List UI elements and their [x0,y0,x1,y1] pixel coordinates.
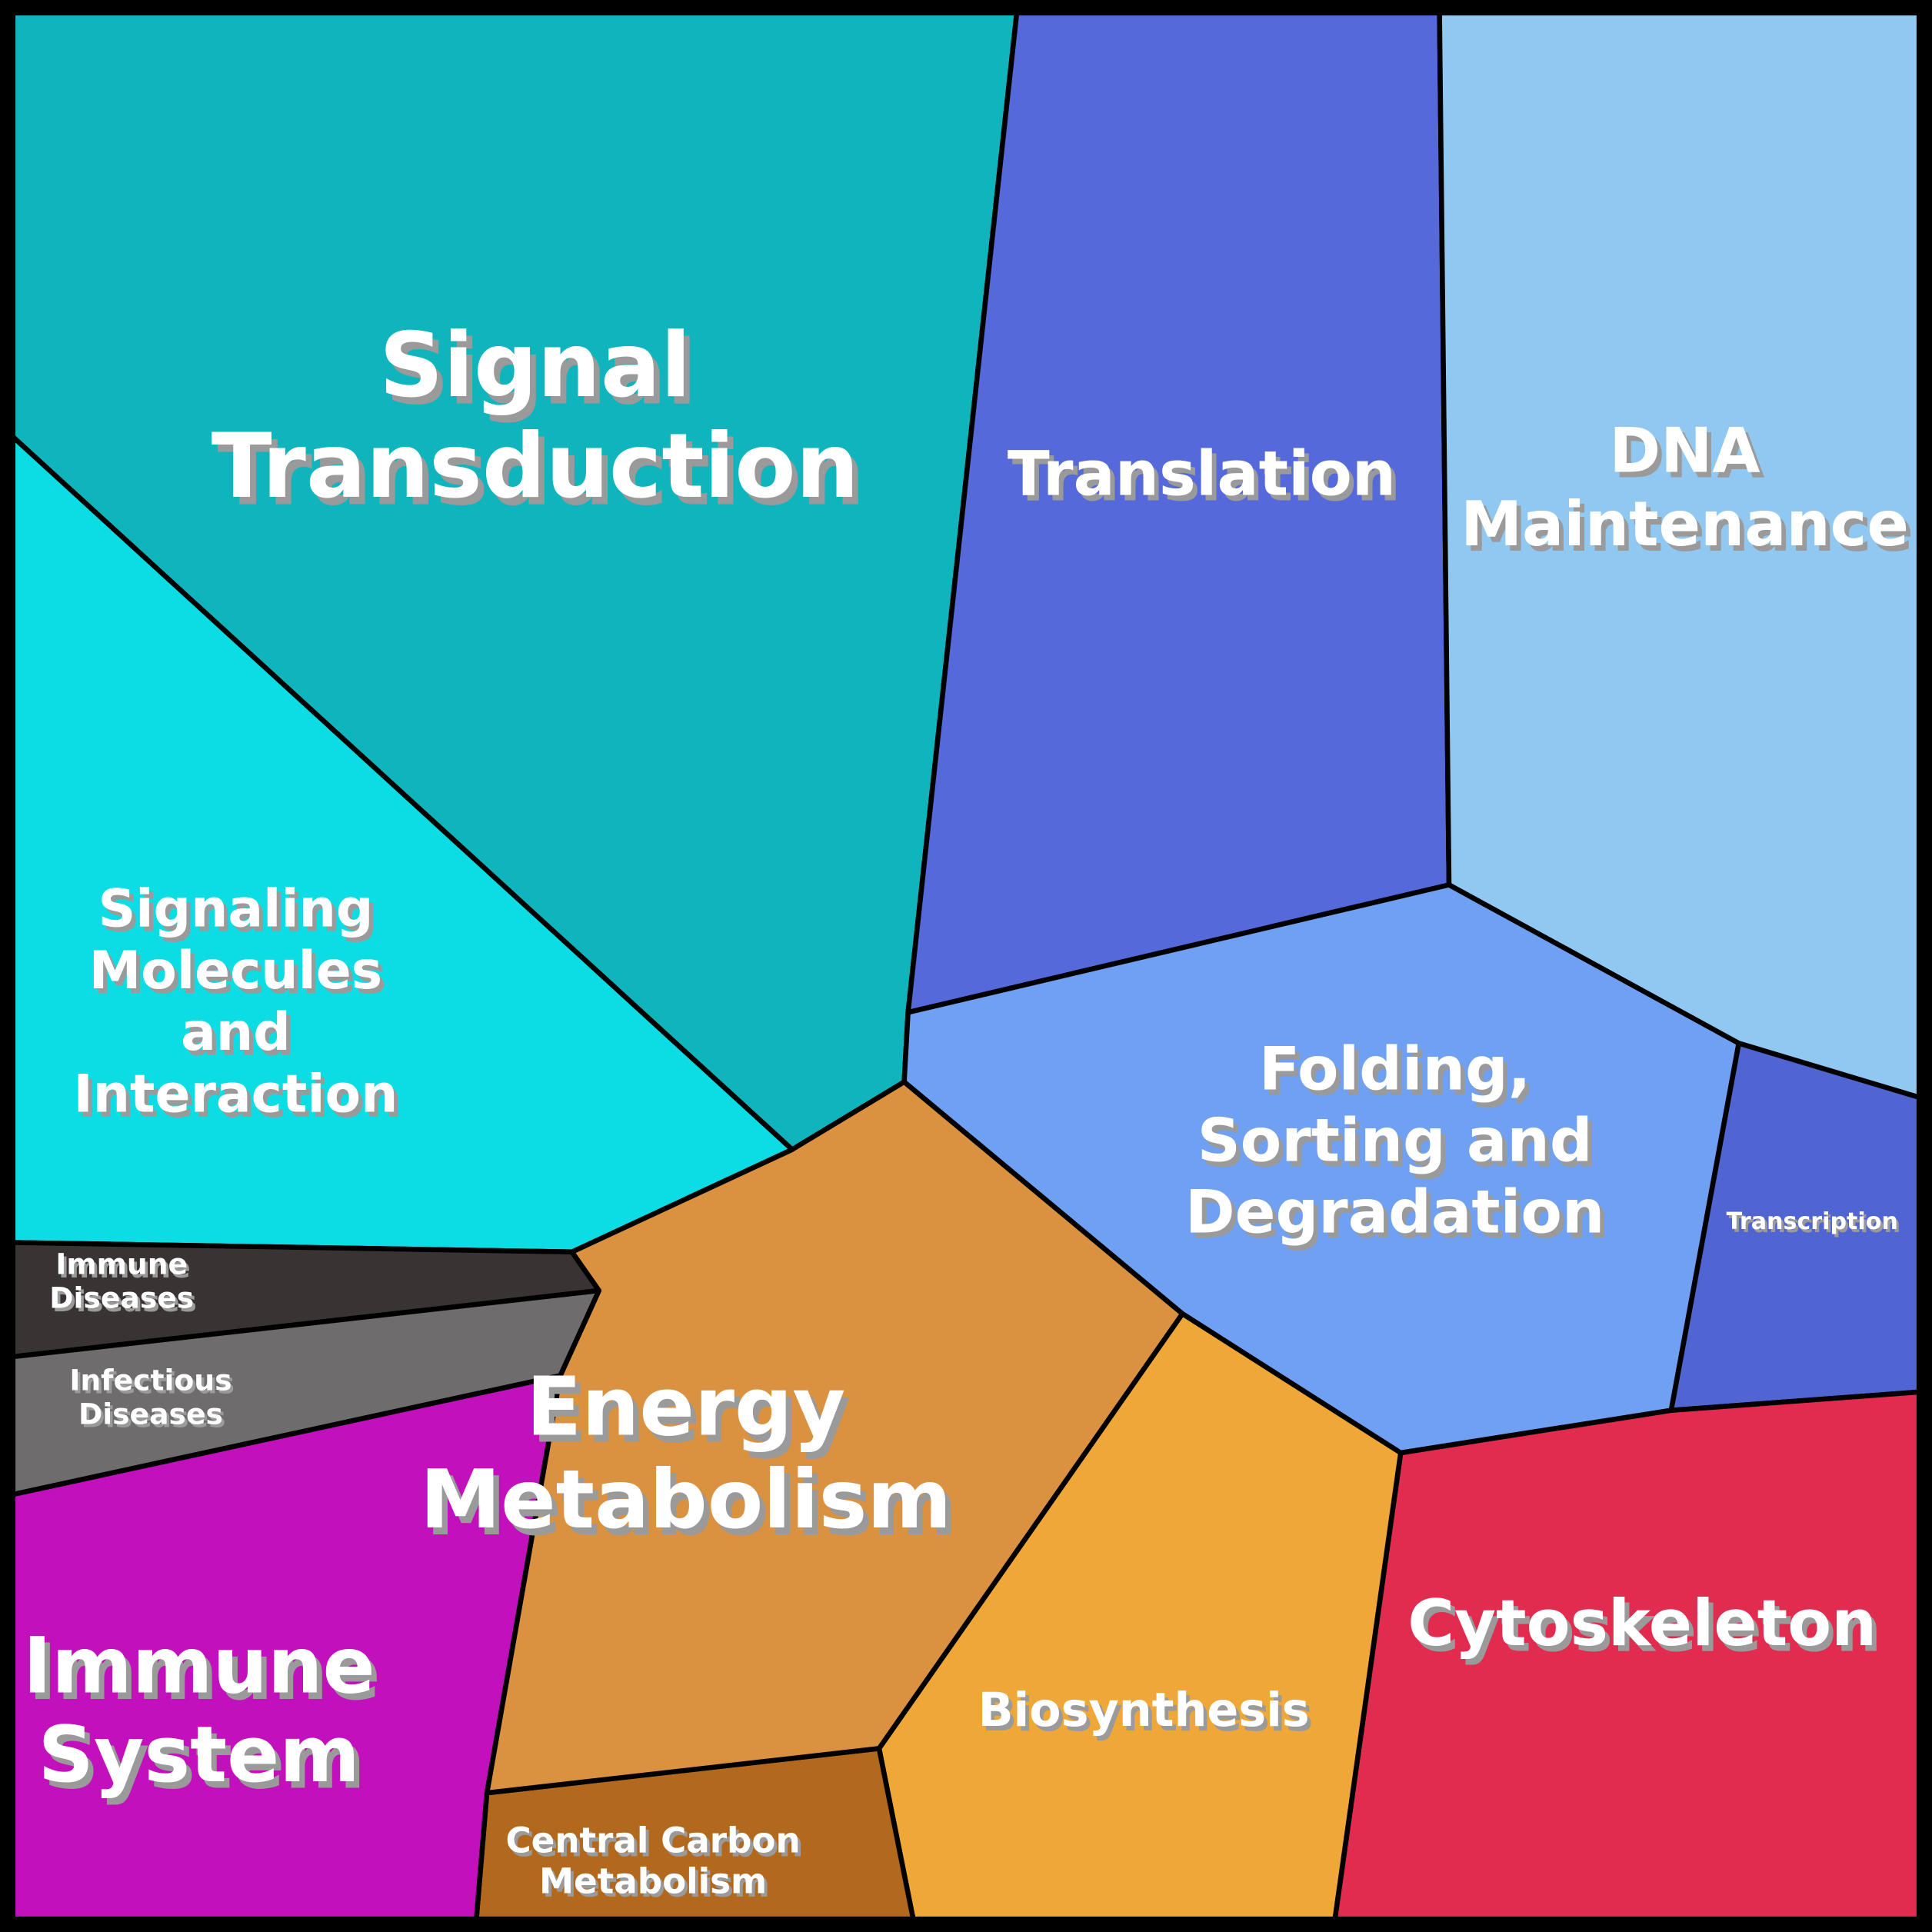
region-label-energy-metabolism-shadow: Metabolism [425,1459,957,1554]
region-label-central-carbon-metabolism-shadow: Metabolism [542,1864,770,1905]
region-label-signal-transduction: Signal [379,315,691,418]
region-label-folding-sorting-and-degradation-shadow: Sorting and [1202,1111,1597,1181]
region-label-dna-maintenance-shadow: DNA [1614,420,1764,492]
region-label-energy-metabolism: Energy [526,1360,845,1454]
region-label-signal-transduction-shadow: Transduction [218,422,865,525]
region-label-folding-sorting-and-degradation-shadow: Folding, [1264,1040,1535,1109]
region-label-immune-diseases: Immune [55,1247,188,1281]
region-transcription [1668,1041,1932,1414]
region-label-dna-maintenance: Maintenance [1461,488,1909,560]
region-label-energy-metabolism: Metabolism [420,1452,951,1547]
region-label-folding-sorting-and-degradation: Degradation [1185,1178,1604,1247]
region-label-cytoskeleton-shadow: Cytoskeleton [1412,1591,1881,1666]
region-label-transcription-shadow: Transcription [1729,1211,1900,1238]
region-label-signaling-molecules-and-interaction: and [181,1001,291,1062]
region-label-central-carbon-metabolism: Central Carbon [505,1820,800,1861]
region-label-signal-transduction-shadow: Signal [385,322,697,425]
region-label-translation-shadow: Translation [1012,443,1401,515]
region-label-central-carbon-metabolism-shadow: Central Carbon [508,1824,803,1864]
region-label-signaling-molecules-and-interaction-shadow: and [185,1006,295,1067]
region-label-infectious-diseases: Infectious [69,1363,232,1397]
region-label-immune-system: System [38,1710,360,1800]
region-label-immune-system-shadow: Immune [28,1627,381,1717]
region-label-folding-sorting-and-degradation: Sorting and [1198,1106,1593,1175]
region-label-biosynthesis: Biosynthesis [978,1684,1310,1737]
region-label-immune-diseases: Diseases [49,1281,194,1315]
region-label-infectious-diseases-shadow: Diseases [82,1401,226,1434]
region-label-immune-diseases-shadow: Diseases [52,1284,197,1318]
region-immune-system [0,1373,563,1932]
region-label-folding-sorting-and-degradation-shadow: Degradation [1190,1183,1609,1252]
region-label-energy-metabolism-shadow: Energy [532,1366,851,1461]
region-label-cytoskeleton: Cytoskeleton [1407,1586,1877,1661]
region-label-immune-system-shadow: System [44,1717,366,1807]
region-label-translation: Translation [1008,438,1396,510]
region-label-signaling-molecules-and-interaction: Interaction [74,1064,398,1124]
region-label-transcription: Transcription [1727,1208,1898,1235]
region-label-immune-system: Immune [23,1621,375,1711]
region-label-signaling-molecules-and-interaction-shadow: Interaction [78,1068,402,1129]
region-label-dna-maintenance-shadow: Maintenance [1465,493,1914,565]
region-label-dna-maintenance: DNA [1609,414,1760,486]
region-label-biosynthesis-shadow: Biosynthesis [981,1688,1313,1742]
region-label-signaling-molecules-and-interaction-shadow: Molecules [93,944,386,1005]
region-label-signaling-molecules-and-interaction: Signaling [98,878,373,938]
region-label-immune-diseases-shadow: Immune [58,1251,191,1284]
region-label-infectious-diseases-shadow: Infectious [72,1367,235,1401]
region-label-signaling-molecules-and-interaction: Molecules [89,940,382,1001]
region-label-signaling-molecules-and-interaction-shadow: Signaling [102,883,378,944]
region-label-signal-transduction: Transduction [212,415,859,518]
region-label-central-carbon-metabolism: Metabolism [539,1860,767,1901]
region-label-folding-sorting-and-degradation: Folding, [1259,1034,1531,1104]
region-label-infectious-diseases: Diseases [78,1397,223,1431]
